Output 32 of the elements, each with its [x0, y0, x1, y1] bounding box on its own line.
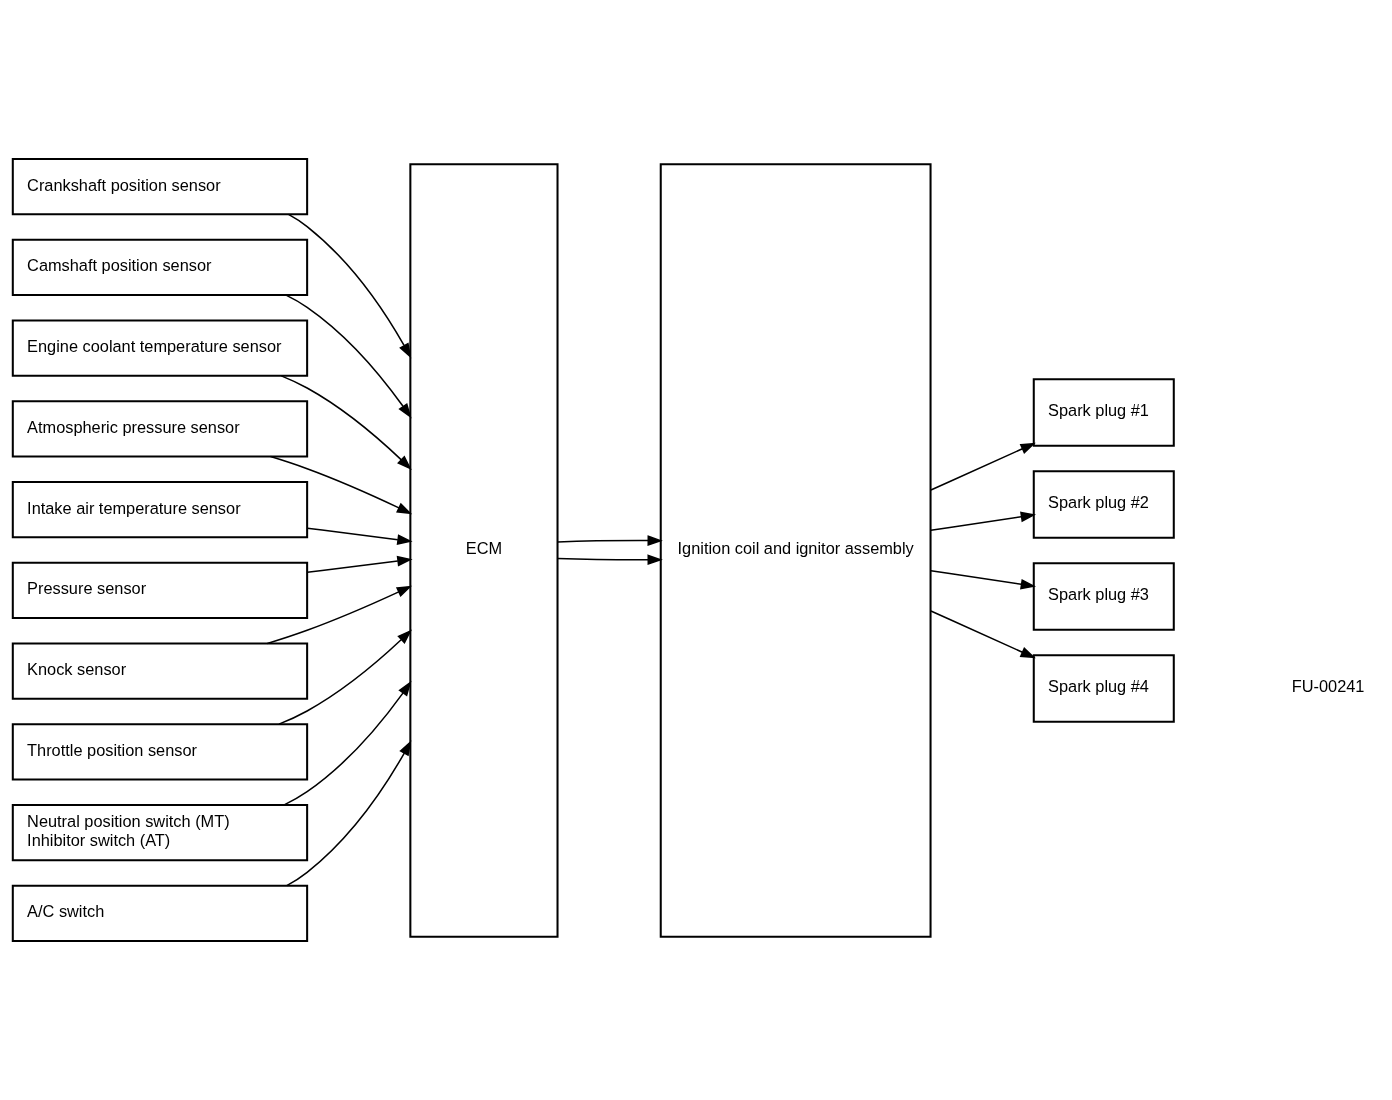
arrow [286, 740, 412, 887]
arrow [280, 375, 412, 471]
arrow [285, 294, 412, 419]
node-box: ECM [409, 163, 559, 938]
node-box: Crankshaft position sensor [11, 158, 309, 216]
arrow [287, 213, 412, 359]
arrow [930, 569, 1037, 590]
node-box: Engine coolant temperature sensor [11, 319, 309, 377]
arrow [930, 442, 1036, 491]
node-box: Spark plug #2 [1032, 470, 1175, 539]
arrow [556, 554, 663, 566]
node-box: Camshaft position sensor [11, 238, 309, 297]
node-box: Spark plug #1 [1032, 378, 1175, 447]
arrow [283, 680, 412, 806]
arrow [930, 610, 1036, 659]
node-box: Spark plug #3 [1032, 562, 1175, 631]
arrow [306, 555, 413, 573]
node-box: Knock sensor [11, 642, 309, 700]
node-box: Spark plug #4 [1032, 654, 1175, 723]
node-box: Atmospheric pressure sensor [11, 400, 309, 458]
arrow [306, 527, 413, 545]
label: FU-00241 [1291, 677, 1365, 696]
node-box: Pressure sensor [11, 561, 309, 619]
arrow [266, 585, 413, 645]
node-box: Intake air temperature sensor [11, 481, 309, 539]
node-box: A/C switch [11, 884, 309, 942]
arrow [556, 535, 663, 546]
node-box: Ignition coil and ignitor assembly [659, 163, 932, 938]
node-box: Throttle position sensor [11, 723, 309, 781]
arrow [269, 455, 413, 515]
node-box: Neutral position switch (MT) Inhibitor switch (AT) [11, 803, 309, 862]
arrow [930, 511, 1037, 532]
